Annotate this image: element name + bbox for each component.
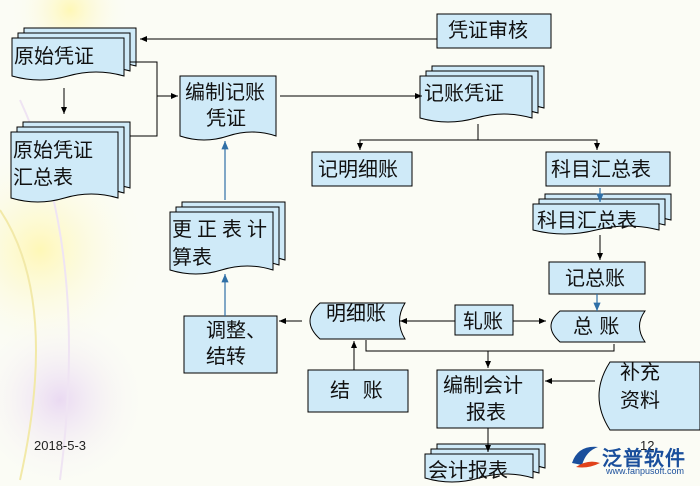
detail-ledger-box [311, 151, 413, 187]
page-number: 12 [640, 438, 655, 453]
report-doc [424, 453, 534, 483]
correction-label-1: 更正表计 [172, 217, 272, 241]
document-nodes [10, 27, 672, 483]
original-summary-doc [10, 131, 119, 203]
footer-date: 2018-5-3 [34, 438, 87, 453]
subject-summary-label-2: 科目汇总表 [537, 208, 637, 232]
logo-url: www.fanpusoft.com [606, 466, 685, 476]
make-report-box [436, 369, 544, 429]
storage-shapes [309, 302, 700, 431]
make-report-label-1: 编制会计 [443, 373, 523, 397]
correction-doc [169, 211, 274, 275]
gl-book-label: 总 账 [573, 314, 620, 338]
close-box [307, 369, 409, 413]
close-label: 结 账 [330, 378, 383, 402]
detail-ledger-label: 记明细账 [318, 157, 398, 181]
detail-book-shape [309, 302, 406, 340]
adjust-box [183, 315, 278, 374]
company-logo: 泛普软件 www.fanpusoft.com [568, 441, 686, 476]
original-voucher-label: 原始凭证 [14, 44, 94, 68]
blue-connectors [221, 141, 604, 316]
original-voucher-doc [11, 37, 125, 81]
supplement-shape [598, 361, 700, 431]
subject-summary-doc-2 [532, 203, 660, 235]
post-voucher-doc [419, 75, 533, 123]
logo-name: 泛普软件 [602, 445, 686, 470]
reconcile-box [454, 304, 514, 336]
detail-book-label: 明细账 [326, 301, 386, 325]
report-label: 会计报表 [428, 458, 508, 482]
original-summary-label-2: 汇总表 [13, 165, 73, 189]
subject-summary-label-1: 科目汇总表 [551, 157, 651, 181]
general-ledger-label: 记总账 [565, 266, 625, 290]
gl-book-shape [550, 310, 646, 343]
post-voucher-label: 记账凭证 [424, 81, 504, 105]
connectors [61, 36, 615, 452]
general-ledger-box [548, 261, 646, 295]
make-voucher-label-1: 编制记账 [185, 80, 265, 104]
subject-summary-box-1 [545, 151, 671, 187]
supplement-label-2: 资料 [620, 388, 660, 412]
post-split [357, 124, 479, 150]
plain-boxes [183, 13, 671, 429]
adjust-label-2: 结转 [206, 344, 246, 368]
make-report-label-2: 报表 [466, 400, 506, 424]
logo-mark-icon [572, 446, 600, 468]
make-voucher-label-2: 凭证 [206, 106, 246, 130]
reconcile-label: 轧账 [463, 309, 503, 333]
original-summary-label-1: 原始凭证 [13, 138, 93, 162]
audit-label: 凭证审核 [448, 18, 528, 42]
adjust-label-1: 调整、 [206, 318, 266, 342]
collector-line [365, 340, 615, 352]
original-bracket [130, 61, 158, 137]
post-split-right [478, 139, 600, 150]
audit-box [436, 13, 552, 49]
correction-label-2: 算表 [172, 245, 212, 269]
supplement-label-1: 补充 [620, 360, 660, 384]
make-voucher-doc [179, 75, 277, 141]
